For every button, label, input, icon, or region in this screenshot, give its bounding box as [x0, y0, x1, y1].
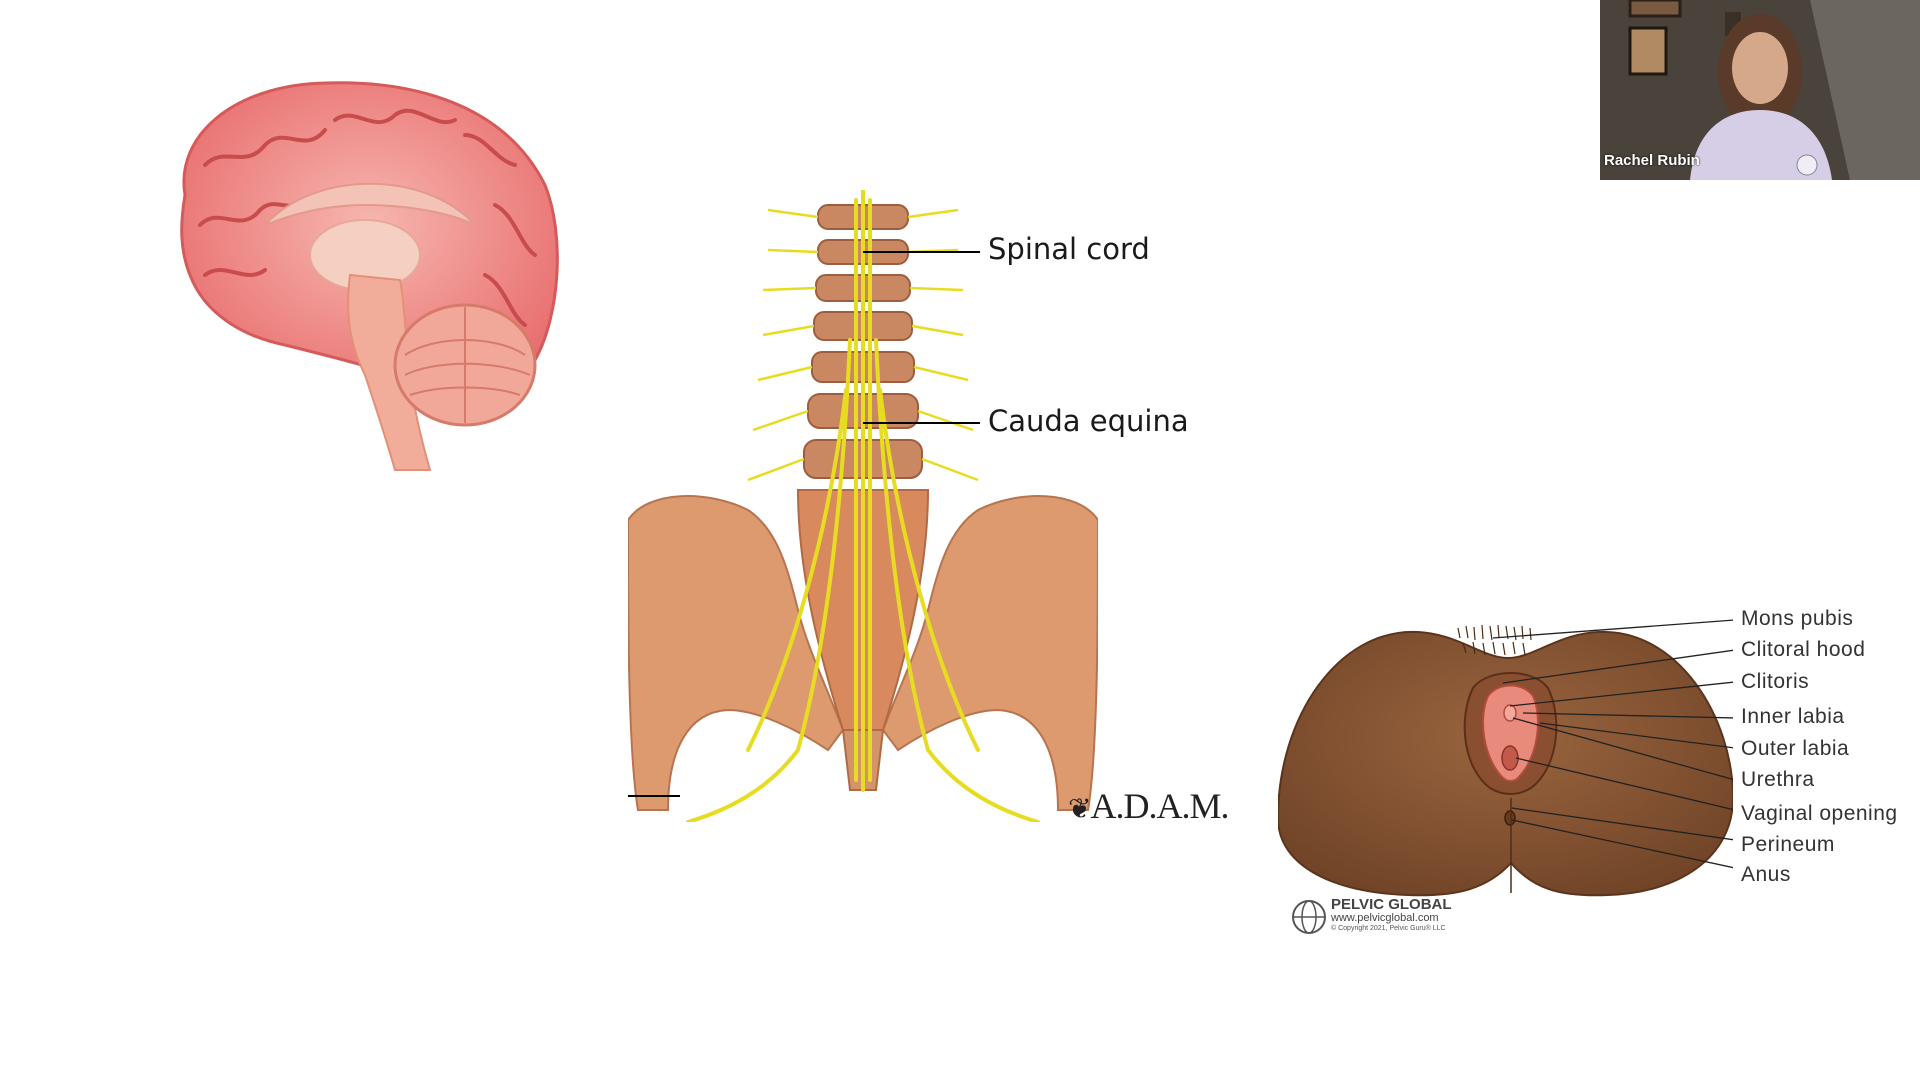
pelvic-global-title: PELVIC GLOBAL [1331, 896, 1452, 913]
vulva-illustration [1278, 619, 1733, 897]
adam-logo: ❦A.D.A.M. [1068, 785, 1229, 827]
label-clitoral-hood: Clitoral hood [1741, 638, 1866, 661]
leaf-icon: ❦ [1068, 794, 1091, 825]
label-mons-pubis: Mons pubis [1741, 607, 1854, 630]
spine-pelvis-illustration [628, 190, 1098, 822]
pelvic-global-copyright: © Copyright 2021, Pelvic Guru® LLC [1331, 925, 1446, 932]
globe-icon [1292, 900, 1326, 934]
label-vaginal-opening: Vaginal opening [1741, 802, 1898, 825]
label-urethra: Urethra [1741, 768, 1815, 791]
label-inner-labia: Inner labia [1741, 705, 1845, 728]
brain-illustration [180, 81, 559, 471]
label-perineum: Perineum [1741, 833, 1835, 856]
label-anus: Anus [1741, 863, 1791, 886]
spine-leader-line-left [628, 795, 680, 797]
participant-name-label: Rachel Rubin [1604, 152, 1700, 169]
webcam-background [1600, 0, 1920, 180]
adam-logo-text: A.D.A.M. [1090, 786, 1229, 826]
spinal-cord-label: Spinal cord [988, 232, 1150, 266]
participant-video-tile[interactable]: Rachel Rubin [1600, 0, 1920, 180]
pelvic-global-url: www.pelvicglobal.com [1331, 912, 1439, 924]
label-outer-labia: Outer labia [1741, 737, 1850, 760]
cauda-equina-label: Cauda equina [988, 404, 1189, 438]
label-clitoris: Clitoris [1741, 670, 1810, 693]
